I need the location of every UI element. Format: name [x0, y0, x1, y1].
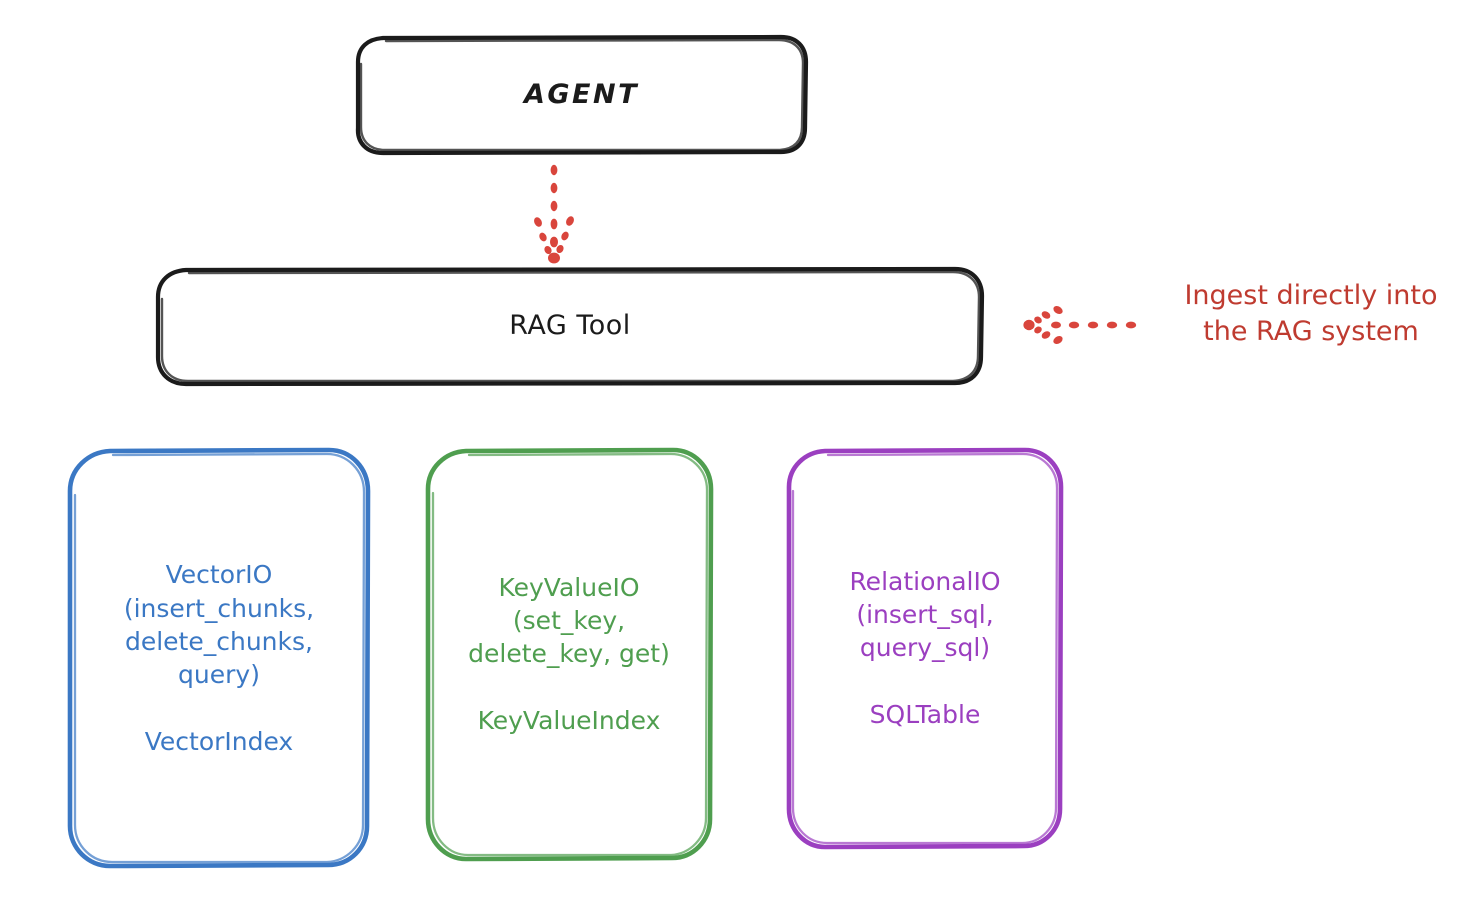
- ingest-annotation-text: Ingest directly into the RAG system: [1184, 280, 1438, 347]
- vector-io-label: VectorIO (insert_chunks, delete_chunks, …: [123, 560, 315, 756]
- ingest-note-arrow: [1023, 305, 1137, 345]
- agent-node[interactable]: AGENT: [357, 37, 806, 153]
- key-value-io-node[interactable]: KeyValueIO (set_key, delete_key, get) Ke…: [427, 450, 711, 858]
- agent-to-rag-tool-arrow: [534, 164, 574, 264]
- rag-tool-node[interactable]: RAG Tool: [157, 269, 983, 384]
- relational-io-label: RelationalIO (insert_sql, query_sql) SQL…: [849, 566, 1001, 729]
- agent-label: AGENT: [523, 78, 639, 110]
- vector-io-node[interactable]: VectorIO (insert_chunks, delete_chunks, …: [69, 450, 369, 866]
- rag-tool-label: RAG Tool: [509, 310, 631, 342]
- relational-io-node[interactable]: RelationalIO (insert_sql, query_sql) SQL…: [789, 450, 1061, 846]
- key-value-io-label: KeyValueIO (set_key, delete_key, get) Ke…: [468, 572, 670, 735]
